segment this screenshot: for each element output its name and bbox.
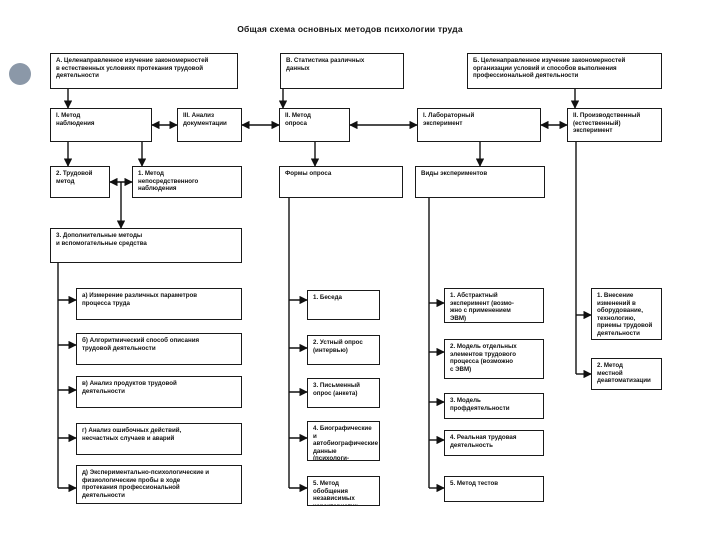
box-item-b-algorithmic: б) Алгоритмический способ описания трудо…	[76, 333, 242, 365]
box-labor-method: 2. Трудовой метод	[50, 166, 110, 198]
box-exp-model-elements: 2. Модель отдельных элементов трудового …	[444, 339, 544, 379]
box-item-a-measurement: а) Измерение различных параметров процес…	[76, 288, 242, 320]
box-form-questionnaire: 3. Письменный опрос (анкета)	[307, 378, 380, 408]
box-item-g-errors: г) Анализ ошибочных действий, несчастных…	[76, 423, 242, 455]
diagram-title: Общая схема основных методов психологии …	[237, 24, 463, 34]
box-documents-analysis: III. Анализ документации	[177, 108, 242, 142]
box-exp-model-activity: 3. Модель профдеятельности	[444, 393, 544, 419]
box-v-statistics: В. Статистика различных данных	[280, 53, 404, 89]
box-lab-experiment: I. Лабораторный эксперимент	[417, 108, 541, 142]
box-item-d-probes: д) Экспериментально-психологические и фи…	[76, 465, 242, 504]
box-form-conversation: 1. Беседа	[307, 290, 380, 320]
box-prod-changes: 1. Внесение изменений в оборудование, те…	[591, 288, 662, 340]
box-a-natural-conditions: А. Целенаправленное изучение закономерно…	[50, 53, 238, 89]
box-prod-deautomation: 2. Метод местной деавтоматизации	[591, 358, 662, 390]
box-form-interview: 2. Устный опрос (интервью)	[307, 335, 380, 365]
box-experiment-types: Виды экспериментов	[415, 166, 545, 198]
box-additional-methods: 3. Дополнительные методы и вспомогательн…	[50, 228, 242, 263]
box-direct-observation: 1. Метод непосредственного наблюдения	[132, 166, 242, 198]
slide-bullet	[9, 63, 31, 85]
box-exp-real-activity: 4. Реальная трудовая деятельность	[444, 430, 544, 456]
box-form-generalization: 5. Метод обобщения независимых характери…	[307, 476, 380, 506]
box-form-biography: 4. Биографические и автобиографические д…	[307, 421, 380, 461]
box-observation-method: I. Метод наблюдения	[50, 108, 152, 142]
box-exp-abstract: 1. Абстрактный эксперимент (возмо- жно с…	[444, 288, 544, 323]
box-exp-tests: 5. Метод тестов	[444, 476, 544, 502]
box-production-experiment: II. Производственный (естественный) эксп…	[567, 108, 662, 142]
box-survey-forms: Формы опроса	[279, 166, 403, 198]
box-b-organized-conditions: Б. Целенаправленное изучение закономерно…	[467, 53, 662, 89]
box-survey-method: II. Метод опроса	[279, 108, 350, 142]
box-item-v-products: в) Анализ продуктов трудовой деятельност…	[76, 376, 242, 408]
